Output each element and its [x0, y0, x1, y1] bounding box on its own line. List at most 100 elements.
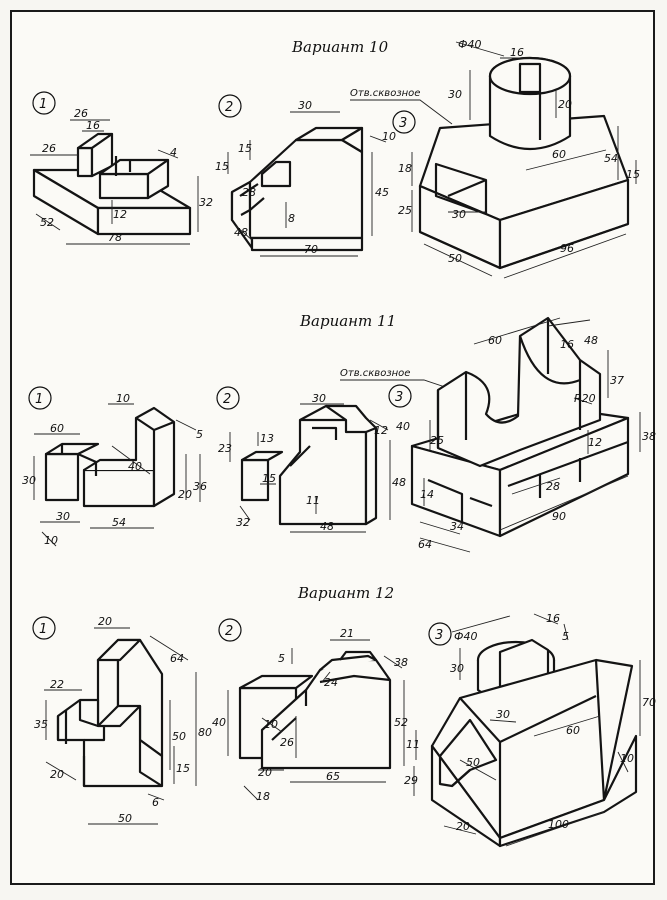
dimension-label: 52 — [394, 716, 408, 729]
dimension-label: 64 — [418, 538, 432, 551]
dimension-label: 5 — [278, 652, 285, 665]
dimension-label: 20 — [178, 488, 192, 501]
dimension-label: 6 — [152, 796, 159, 809]
part-number-circle — [392, 110, 416, 134]
dimension-label: 10 — [620, 752, 634, 765]
variant-10-title: Вариант 10 — [291, 38, 389, 56]
dimension-label: 30 — [22, 474, 36, 487]
variant-11-title: Вариант 11 — [299, 312, 396, 330]
part-number-circle — [32, 91, 56, 115]
dimension-label: 25 — [430, 434, 444, 447]
dimension-label: 80 — [198, 726, 212, 739]
dimension-label: 48 — [320, 520, 334, 533]
dimension-label: 16 — [86, 119, 100, 132]
dimension-label: 11 — [306, 494, 320, 507]
dimension-label: 35 — [34, 718, 48, 731]
dimension-label: 15 — [626, 168, 640, 181]
dimension-label: 30 — [448, 88, 462, 101]
variant-12-part-1: 1 20 64 22 35 50 80 20 15 6 50 — [32, 615, 212, 825]
part-number: 1 — [35, 392, 43, 407]
dimension-label: 38 — [642, 430, 656, 443]
dimension-label: 70 — [642, 696, 656, 709]
dimension-label: 45 — [375, 186, 389, 199]
dimension-label: 28 — [242, 186, 256, 199]
dimension-label: Ф40 — [454, 630, 477, 643]
part-number-circle — [216, 386, 240, 410]
dimension-label: 12 — [588, 436, 602, 449]
dimension-label: 40 — [396, 420, 410, 433]
variant-11-part-3: 3 Отв.сквозное 60 48 16 37 R20 25 12 38 … — [340, 316, 656, 553]
dimension-label: 30 — [496, 708, 510, 721]
dimension-label: 26 — [74, 107, 88, 120]
dimension-label: 78 — [108, 231, 122, 244]
dimension-label: 50 — [118, 812, 132, 825]
dimension-label: 13 — [260, 432, 274, 445]
dimension-label: 30 — [450, 662, 464, 675]
part-number-circle — [428, 622, 452, 646]
part-number-circle — [218, 618, 242, 642]
part-number: 1 — [39, 622, 47, 637]
dimension-label: 4 — [170, 146, 177, 159]
dimension-label: 36 — [193, 480, 207, 493]
dimension-label: 28 — [546, 480, 560, 493]
dimension-label: 12 — [113, 208, 127, 221]
dimension-label: 21 — [340, 627, 354, 640]
dimension-label: 70 — [304, 243, 318, 256]
dimension-label: 26 — [280, 736, 294, 749]
dimension-label: 30 — [312, 392, 326, 405]
dimension-label: 15 — [215, 160, 229, 173]
dimension-label: 10 — [116, 392, 130, 405]
dimension-label: 40 — [128, 460, 142, 473]
dimension-label: Ф40 — [458, 38, 481, 51]
dimension-label: 12 — [374, 424, 388, 437]
dimension-label: 5 — [196, 428, 203, 441]
dimension-label: 20 — [558, 98, 572, 111]
dimension-label: 48 — [234, 226, 248, 239]
dimension-label: 5 — [562, 630, 569, 643]
variant-11-part-2: 2 30 13 23 12 40 15 11 48 32 48 — [216, 386, 410, 533]
dimension-label: 100 — [548, 818, 569, 831]
dimension-label: 96 — [560, 242, 574, 255]
dimension-label: 60 — [552, 148, 566, 161]
variant-10-part-2: 2 30 15 15 28 8 48 70 45 10 — [215, 94, 396, 257]
dimension-label: 34 — [450, 520, 464, 533]
part-number: 1 — [39, 97, 47, 112]
dimension-label: 16 — [560, 338, 574, 351]
part-number: 2 — [223, 392, 231, 407]
dimension-label: 60 — [50, 422, 64, 435]
part-number: 2 — [225, 624, 233, 639]
part-number-circle — [28, 386, 52, 410]
dimension-label: 18 — [256, 790, 270, 803]
dimension-label: 37 — [610, 374, 624, 387]
through-hole-note: Отв.сквозное — [340, 368, 410, 379]
variant-10-part-3: 3 Отв.сквозное Ф40 16 30 20 60 54 18 15 … — [350, 38, 640, 279]
dimension-label: R20 — [574, 392, 596, 405]
part-number: 2 — [225, 100, 233, 115]
part-number: 3 — [399, 116, 407, 131]
dimension-label: 26 — [42, 142, 56, 155]
dimension-label: 60 — [566, 724, 580, 737]
dimension-label: 90 — [552, 510, 566, 523]
dimension-label: 52 — [40, 216, 54, 229]
dimension-label: 11 — [406, 738, 420, 751]
dimension-label: 20 — [98, 615, 112, 628]
dimension-label: 32 — [236, 516, 250, 529]
dimension-label: 23 — [218, 442, 232, 455]
dimension-label: 30 — [298, 99, 312, 112]
part-number-circle — [32, 616, 56, 640]
dimension-label: 10 — [264, 718, 278, 731]
dimension-label: 54 — [112, 516, 126, 529]
part-number: 3 — [435, 628, 443, 643]
dimension-label: 16 — [546, 612, 560, 625]
variant-10-part-1: 1 26 16 26 4 32 12 52 78 — [30, 91, 213, 245]
dimension-label: 30 — [452, 208, 466, 221]
dimension-label: 8 — [288, 212, 295, 225]
dimension-label: 24 — [324, 676, 338, 689]
dimension-label: 32 — [199, 196, 213, 209]
dimension-label: 29 — [404, 774, 418, 787]
dimension-label: 20 — [258, 766, 272, 779]
variant-12-part-3: 3 Ф40 16 5 30 70 30 60 11 50 29 10 20 10… — [404, 612, 656, 848]
dimension-label: 20 — [456, 820, 470, 833]
dimension-label: 40 — [212, 716, 226, 729]
